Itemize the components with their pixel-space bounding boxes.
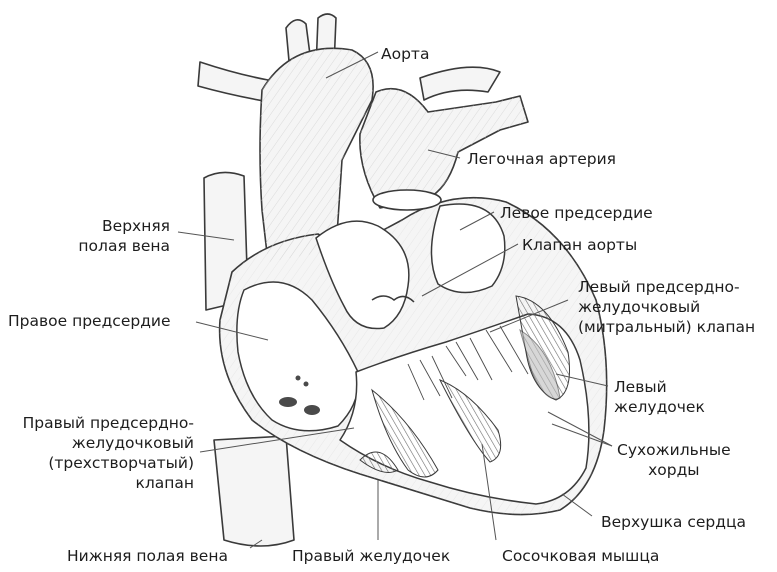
label-tricuspid-valve: Правый предсердно- желудочковый (трехств… (23, 413, 194, 493)
label-right-ventricle: Правый желудочек (292, 546, 450, 566)
label-apex: Верхушка сердца (601, 512, 746, 532)
label-right-atrium: Правое предсердие (8, 311, 171, 331)
label-aorta: Аорта (381, 44, 429, 64)
label-aortic-valve: Клапан аорты (522, 235, 637, 255)
coronary-sinus-opening-1 (279, 397, 297, 407)
pulmonary-branch (420, 67, 500, 100)
coronary-sinus-opening-2 (304, 405, 320, 415)
label-mitral-valve: Левый предсердно- желудочковый (митральн… (578, 277, 755, 337)
label-superior-vena-cava: Верхняя полая вена (78, 216, 170, 256)
pulmonary-valve-ring (373, 190, 441, 210)
label-chordae: Сухожильные хорды (617, 440, 731, 480)
left-atrium-chamber (431, 204, 504, 293)
label-left-atrium: Левое предсердие (500, 203, 653, 223)
inferior-vena-cava-shape (214, 436, 294, 546)
label-pulmonary-artery: Легочная артерия (467, 149, 616, 169)
label-left-ventricle: Левый желудочек (614, 377, 705, 417)
label-inferior-vena-cava: Нижняя полая вена (67, 546, 228, 566)
label-papillary-muscle: Сосочковая мышца (502, 546, 659, 566)
aorta-branch-1 (198, 62, 270, 102)
